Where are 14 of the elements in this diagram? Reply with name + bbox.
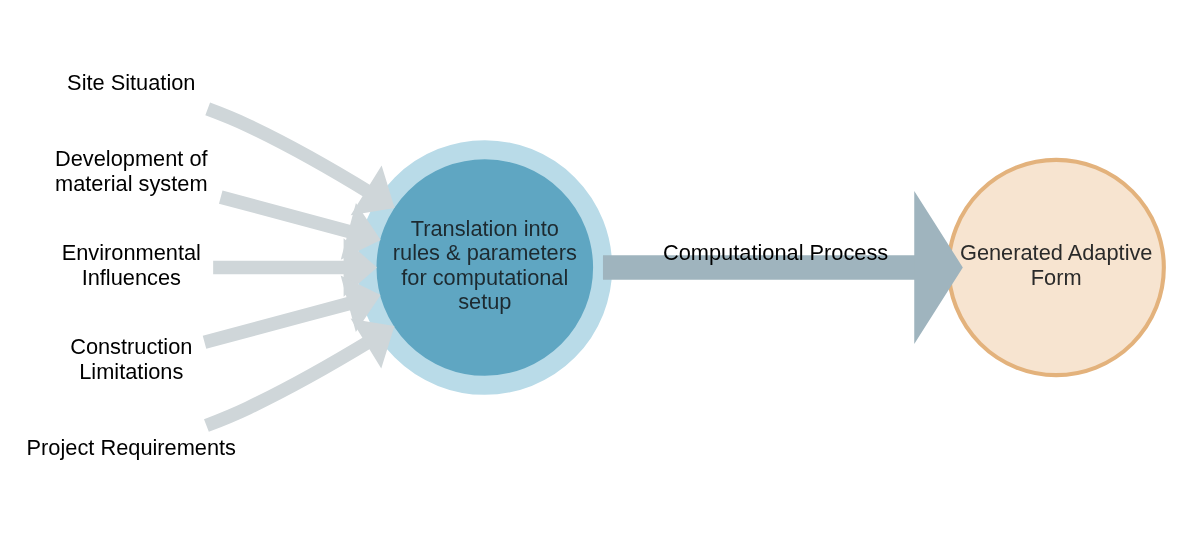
arrow (205, 102, 395, 216)
edge-label: Computational Process (663, 240, 889, 266)
arrow (204, 318, 395, 432)
arrow (602, 190, 963, 345)
arrow (218, 190, 381, 260)
node-text: Site Situation (67, 70, 196, 96)
node-text: Project Requirements (26, 435, 237, 461)
node-text: Development of material system (55, 146, 208, 196)
arrow (213, 238, 378, 297)
node-text: Environmental Influences (61, 240, 201, 290)
node-circle: Translation into rules & parameters for computational setup (357, 140, 613, 395)
arrow (202, 275, 381, 349)
node-circle: Generated Adaptive Form (946, 157, 1166, 378)
node-text: Construction Limitations (70, 334, 193, 384)
